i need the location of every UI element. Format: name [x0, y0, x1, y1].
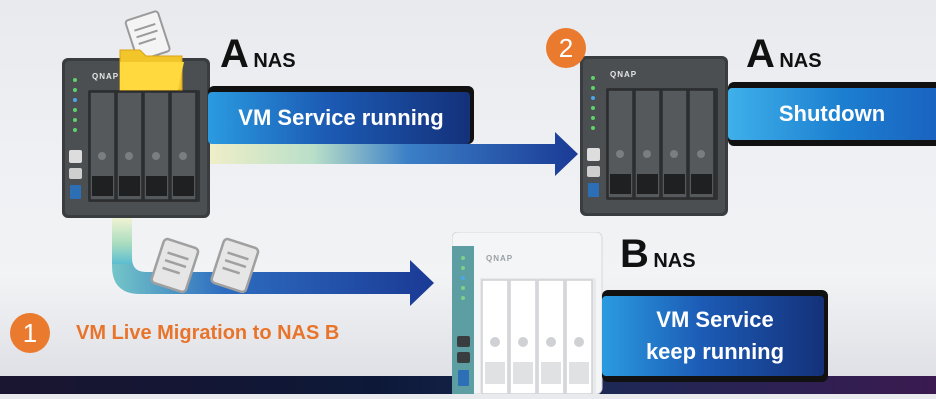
- nas-b-suffix: NAS: [653, 250, 696, 272]
- step-1-badge: 1: [10, 313, 50, 353]
- nas-a-right-suffix: NAS: [779, 50, 822, 72]
- step-1-caption: VM Live Migration to NAS B: [76, 322, 340, 344]
- nas-a-right-device: QNAP: [580, 48, 730, 223]
- status-shutdown-text: Shutdown: [778, 101, 886, 126]
- nas-b-letter: B: [620, 232, 649, 276]
- status-keep-running-line1: VM Service: [656, 307, 774, 332]
- nas-b-device: QNAP: [451, 231, 604, 399]
- status-running-text: VM Service running: [238, 105, 444, 130]
- status-panel-keep-running: VM Service keep running: [602, 290, 828, 382]
- arrow-shutdown-path: [200, 132, 578, 176]
- status-keep-running-line2: keep running: [645, 339, 785, 364]
- nas-a-right-letter: A: [746, 32, 775, 76]
- nas-a-left-suffix: NAS: [253, 50, 296, 72]
- brand-logo: QNAP: [92, 72, 120, 81]
- step-2-badge: 2: [546, 28, 586, 68]
- folder-icon: [119, 10, 184, 91]
- nas-a-left-letter: A: [220, 32, 249, 76]
- nas-a-left-device: QNAP: [62, 50, 212, 223]
- arrow-migration-path: [112, 214, 434, 306]
- status-panel-running: VM Service running: [208, 86, 474, 144]
- brand-logo: QNAP: [610, 70, 638, 79]
- documents-icon: [150, 237, 260, 294]
- status-panel-shutdown: Shutdown: [728, 82, 936, 146]
- brand-logo: QNAP: [486, 254, 514, 263]
